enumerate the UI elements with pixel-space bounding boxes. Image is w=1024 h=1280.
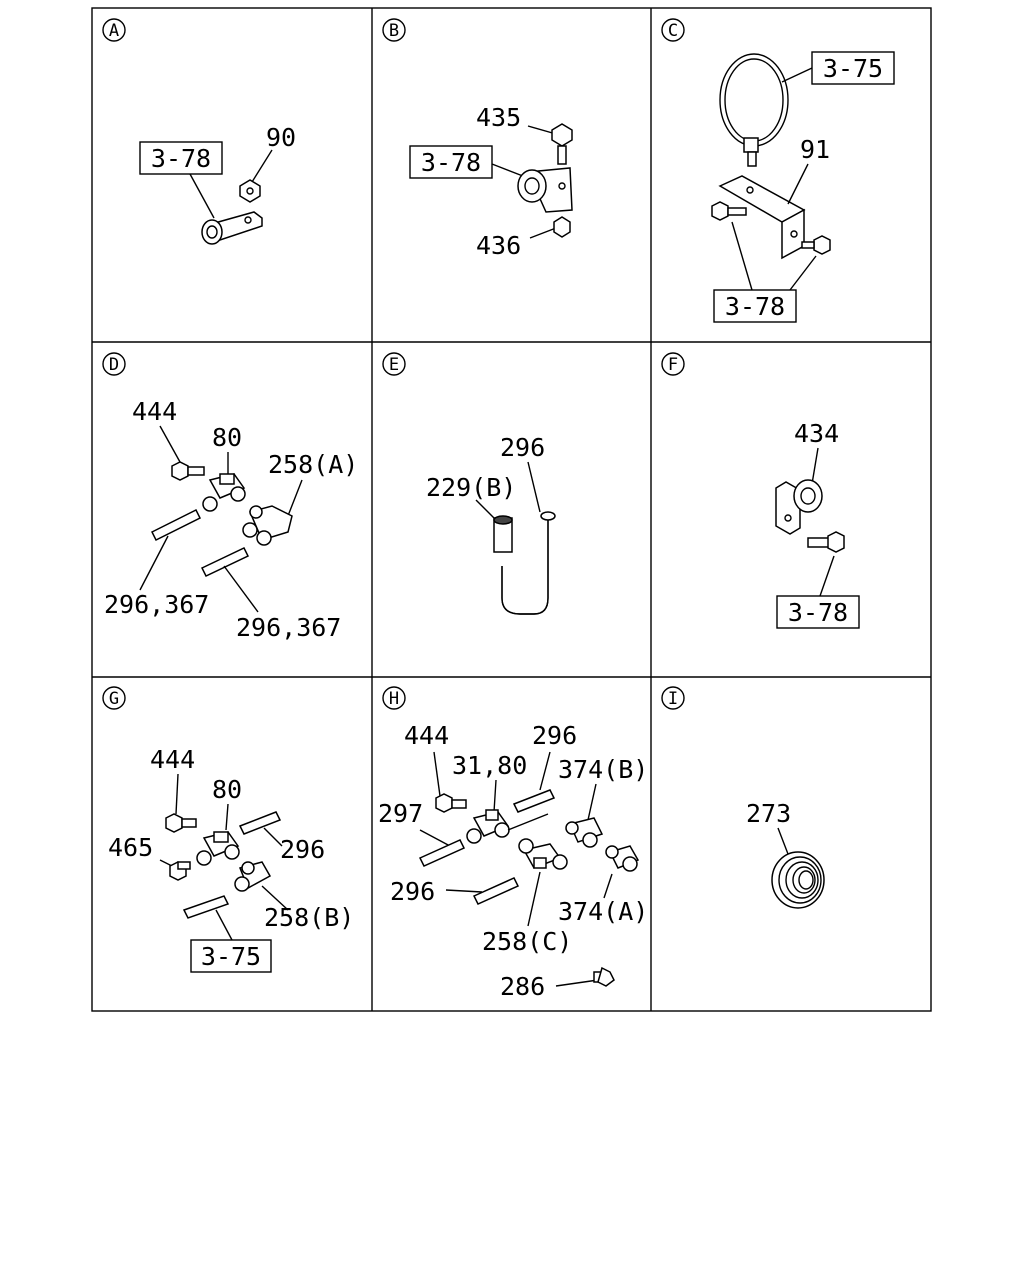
panel-d-label-296-367-right: 296,367 xyxy=(236,613,341,642)
panel-e: E 296 229(B) xyxy=(382,352,556,615)
panel-g-letter: G xyxy=(109,689,119,709)
panel-i-label-273: 273 xyxy=(746,799,791,828)
clamp-icon xyxy=(517,167,573,213)
panel-c-box-3-78: 3-78 xyxy=(725,292,785,321)
panel-h: H 444 296 31,80 374(B) 297 296 374(A) 25… xyxy=(378,686,648,1001)
tube-icon xyxy=(238,811,282,835)
clamp-icon xyxy=(775,479,823,535)
panel-h-label-297: 297 xyxy=(378,799,423,828)
panel-h-label-286: 286 xyxy=(500,972,545,1001)
bolt-icon xyxy=(711,201,747,221)
tube-icon xyxy=(182,895,230,919)
panel-h-label-374a: 374(A) xyxy=(558,897,648,926)
grommet-icon xyxy=(771,851,825,909)
panel-d: D 444 80 258(A) 296,367 296,367 xyxy=(102,352,358,642)
tube-icon xyxy=(512,789,556,813)
nut-icon xyxy=(553,216,571,238)
panel-e-letter: E xyxy=(389,355,399,375)
panel-h-label-258c: 258(C) xyxy=(482,927,572,956)
panel-a-box-3-78: 3-78 xyxy=(151,144,211,173)
panel-d-label-296-367-left: 296,367 xyxy=(104,590,209,619)
connector-icon xyxy=(493,515,513,553)
nut-icon xyxy=(239,179,261,203)
tee-fitting-icon xyxy=(518,838,568,870)
panel-d-label-258a: 258(A) xyxy=(268,450,358,479)
hose-icon xyxy=(501,511,556,615)
bolt-icon xyxy=(807,531,845,553)
panel-h-label-296-top: 296 xyxy=(532,721,577,750)
elbow-fitting-icon xyxy=(234,861,272,892)
plug-icon xyxy=(593,966,615,987)
panel-d-label-80: 80 xyxy=(212,423,242,452)
panel-d-label-444: 444 xyxy=(132,397,177,426)
panel-h-letter: H xyxy=(389,689,399,709)
panel-f-label-434: 434 xyxy=(794,419,839,448)
panel-e-label-229b: 229(B) xyxy=(426,473,516,502)
panel-b: B 435 436 3-78 xyxy=(382,18,573,260)
tube-icon xyxy=(150,508,250,577)
panel-g-box-3-75: 3-75 xyxy=(201,942,261,971)
panel-c-box-3-75: 3-75 xyxy=(823,54,883,83)
elbow-fitting-icon xyxy=(605,845,640,872)
band-clamp-icon xyxy=(719,53,789,167)
tee-fitting-icon xyxy=(202,473,246,512)
tube-icon xyxy=(418,839,466,867)
panel-c: C 3-75 91 3-78 xyxy=(661,18,895,323)
bolt-icon xyxy=(551,123,573,165)
panel-f-box-3-78: 3-78 xyxy=(788,598,848,627)
panel-e-label-296: 296 xyxy=(500,433,545,462)
panel-g-label-80: 80 xyxy=(212,775,242,804)
panel-i-letter: I xyxy=(668,689,678,709)
panel-a: A 90 3-78 xyxy=(102,18,296,245)
bracket-icon xyxy=(718,175,806,260)
elbow-fitting-icon xyxy=(565,817,604,848)
panel-b-label-436: 436 xyxy=(476,231,521,260)
panel-b-box-3-78: 3-78 xyxy=(421,148,481,177)
panel-g: G 444 80 465 296 258(B) 3-75 xyxy=(102,686,354,973)
panel-c-label-91: 91 xyxy=(800,135,830,164)
panel-g-label-296: 296 xyxy=(280,835,325,864)
panel-g-label-258b: 258(B) xyxy=(264,903,354,932)
panel-c-letter: C xyxy=(668,21,678,41)
tee-fitting-icon xyxy=(466,809,510,844)
panel-h-label-444: 444 xyxy=(404,721,449,750)
panel-h-label-374b: 374(B) xyxy=(558,755,648,784)
panel-d-letter: D xyxy=(109,355,119,375)
grid-frame xyxy=(91,7,932,1012)
bolt-icon xyxy=(169,861,191,881)
panel-f-letter: F xyxy=(668,355,678,375)
bolt-icon xyxy=(435,793,467,813)
panel-i: I 273 xyxy=(661,686,825,909)
bolt-icon xyxy=(171,461,205,481)
clamp-icon xyxy=(201,211,263,245)
tube-icon xyxy=(472,877,520,905)
elbow-fitting-icon xyxy=(242,505,293,546)
panel-b-label-435: 435 xyxy=(476,103,521,132)
panel-f: F 434 3-78 xyxy=(661,352,860,629)
panel-h-label-296-bottom: 296 xyxy=(390,877,435,906)
panel-g-label-444: 444 xyxy=(150,745,195,774)
panel-h-label-31-80: 31,80 xyxy=(452,751,527,780)
bolt-icon xyxy=(165,813,197,833)
panel-a-label-90: 90 xyxy=(266,123,296,152)
panel-g-label-465: 465 xyxy=(108,833,153,862)
panel-a-letter: A xyxy=(109,21,119,41)
bolt-icon xyxy=(801,235,831,255)
tee-fitting-icon xyxy=(196,831,240,866)
panel-b-letter: B xyxy=(389,21,399,41)
